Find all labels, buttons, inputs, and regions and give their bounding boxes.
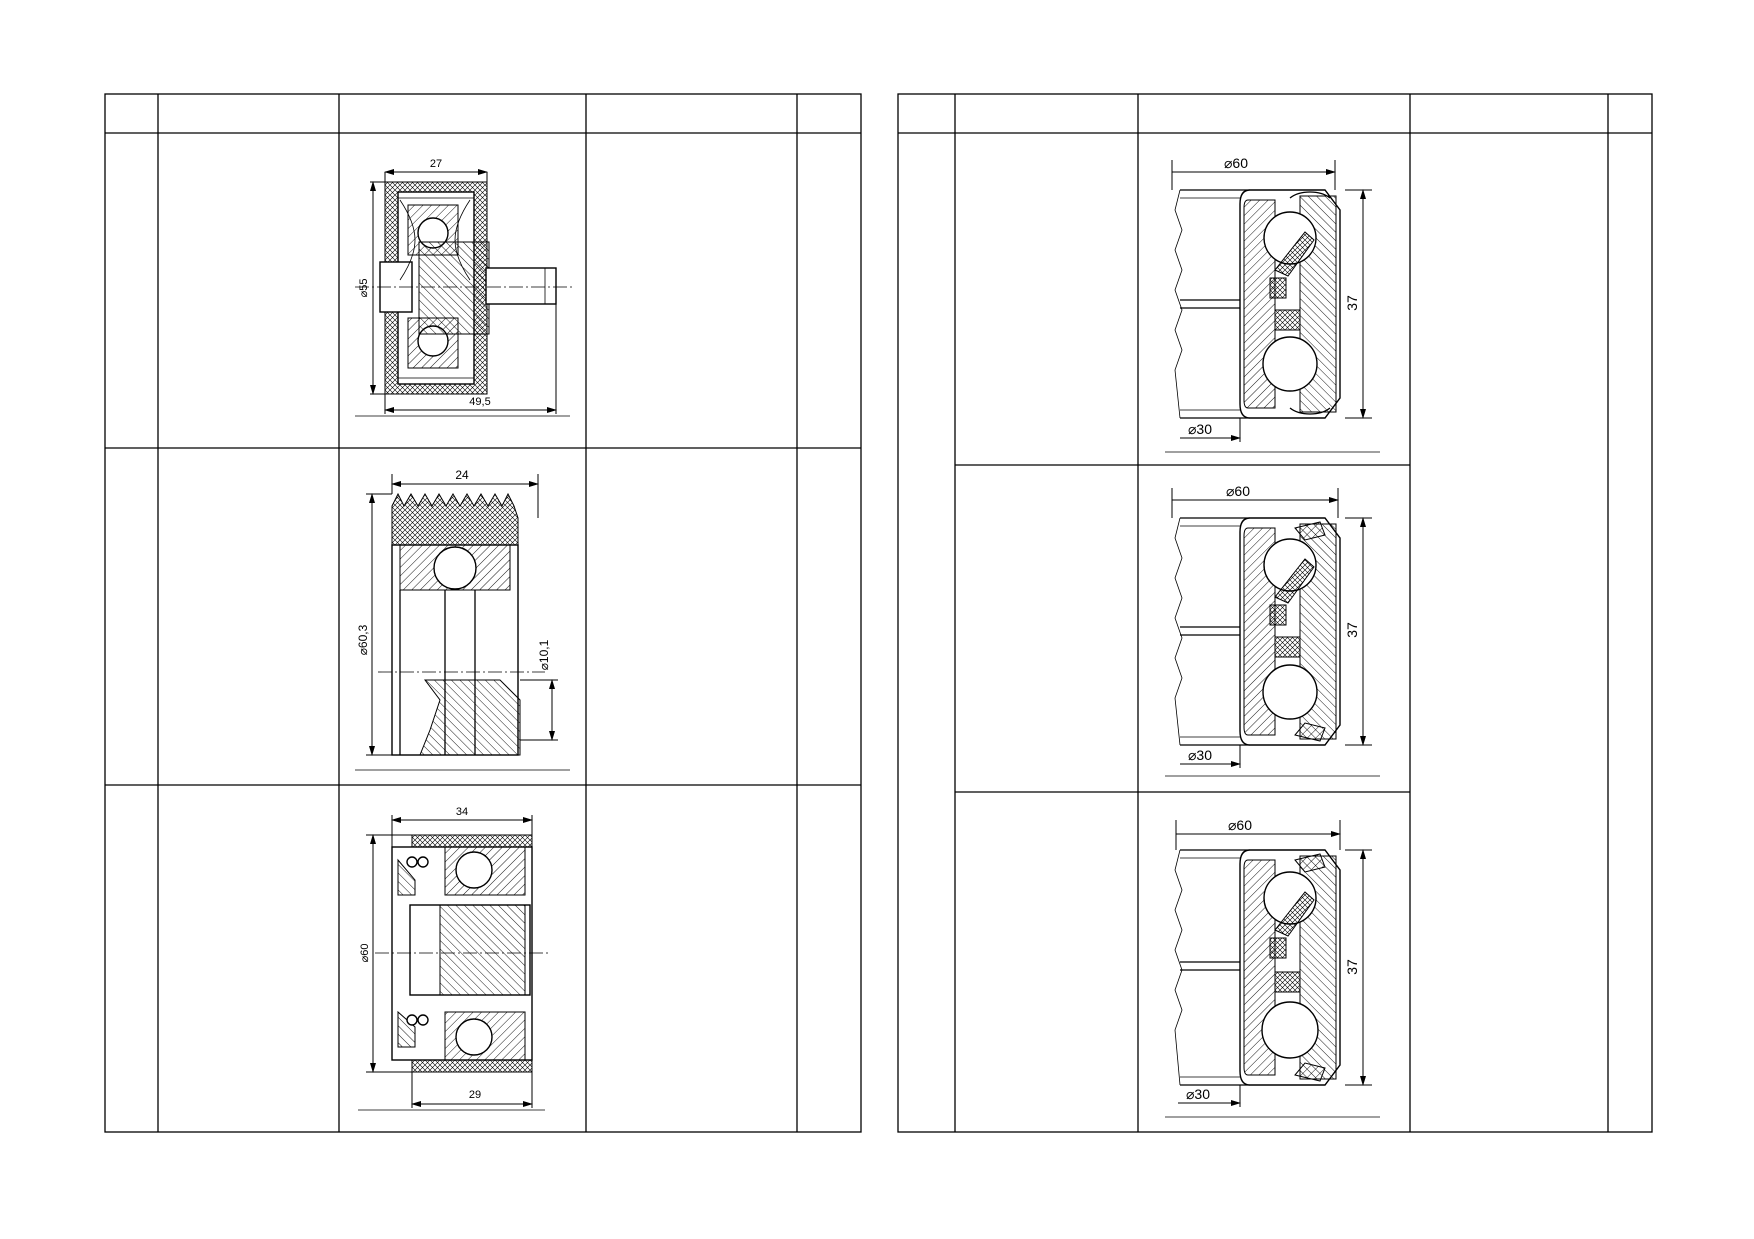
- dim-diameter-label: ⌀55: [358, 279, 370, 298]
- dim-width-label: 37: [1344, 295, 1360, 311]
- dim-width-label: 24: [455, 468, 469, 482]
- dim-bore-label: ⌀30: [1188, 747, 1212, 763]
- drawing-pulley-stud: 27 ⌀55 49,5: [355, 158, 572, 417]
- dim-outer-diameter-label: ⌀60: [1228, 817, 1252, 833]
- drawing-double-row-bearing-2: ⌀60 37 ⌀30: [1165, 483, 1380, 777]
- dim-outer-diameter-label: ⌀60: [1224, 155, 1248, 171]
- dim-diameter-label: ⌀60,3: [356, 624, 370, 655]
- right-table: [897, 93, 1653, 1133]
- drawing-double-row-bearing-3: ⌀60 37 ⌀30: [1165, 817, 1380, 1118]
- dim-width-label: 37: [1344, 959, 1360, 975]
- dim-width-label: 34: [456, 806, 468, 818]
- dim-width-label: 37: [1344, 622, 1360, 638]
- drawing-idler-sealed: 34 ⌀60 29: [358, 806, 550, 1111]
- left-table: [104, 93, 862, 1133]
- drawing-ribbed-pulley: 24 ⌀60,3 ⌀10,1: [355, 468, 570, 771]
- dim-length-label: 49,5: [469, 396, 490, 408]
- dim-bore-label: ⌀10,1: [537, 639, 551, 670]
- dim-diameter-label: ⌀60: [359, 944, 371, 963]
- dim-length-label: 29: [469, 1089, 481, 1101]
- dim-bore-label: ⌀30: [1188, 421, 1212, 437]
- dim-bore-label: ⌀30: [1186, 1086, 1210, 1102]
- dim-outer-diameter-label: ⌀60: [1226, 483, 1250, 499]
- dim-width-label: 27: [430, 158, 442, 170]
- drawing-double-row-bearing-1: ⌀60 37 ⌀30: [1165, 155, 1380, 453]
